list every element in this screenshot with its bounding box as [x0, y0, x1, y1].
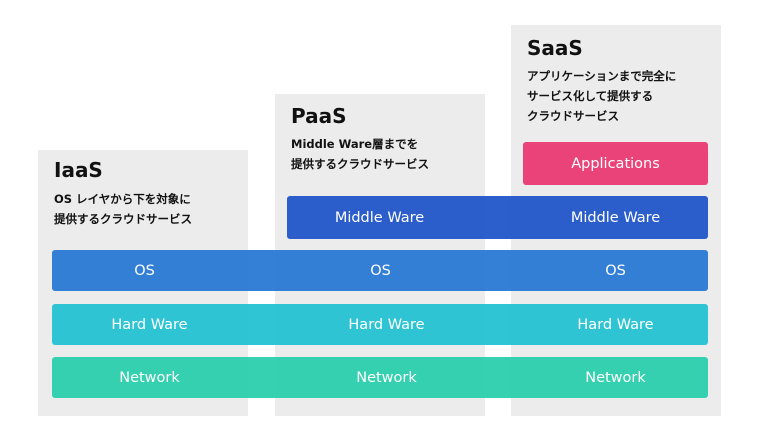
applications-layer-bar: Applications [523, 142, 708, 185]
network-cell-iaas: Network [57, 357, 242, 398]
middleware-cell-saas: Middle Ware [523, 196, 708, 239]
os-cell-saas: OS [523, 250, 708, 291]
network-label: Network [585, 369, 646, 386]
hardware-layer-bar: Hard Ware Hard Ware Hard Ware [52, 304, 708, 345]
hardware-cell-paas: Hard Ware [294, 304, 479, 345]
saas-description-line: サービス化して提供する [527, 89, 654, 103]
os-label: OS [134, 262, 155, 279]
saas-description: アプリケーションまで完全に サービス化して提供する クラウドサービス [527, 66, 676, 126]
os-label: OS [370, 262, 391, 279]
os-cell-iaas: OS [52, 250, 237, 291]
saas-title: SaaS [527, 36, 583, 60]
network-cell-paas: Network [294, 357, 479, 398]
os-cell-paas: OS [288, 250, 473, 291]
applications-cell-saas: Applications [523, 142, 708, 185]
network-label: Network [119, 369, 180, 386]
saas-description-line: アプリケーションまで完全に [527, 69, 677, 83]
os-label: OS [605, 262, 626, 279]
iaas-description-line: 提供するクラウドサービス [54, 212, 192, 226]
paas-description: Middle Ware層までを 提供するクラウドサービス [291, 134, 429, 174]
hardware-label: Hard Ware [348, 316, 425, 333]
paas-title: PaaS [291, 104, 347, 128]
middleware-label: Middle Ware [334, 209, 425, 226]
network-cell-saas: Network [523, 357, 708, 398]
hardware-label: Hard Ware [111, 316, 188, 333]
iaas-title: IaaS [54, 158, 103, 182]
hardware-cell-iaas: Hard Ware [57, 304, 242, 345]
middleware-layer-bar: Middle Ware Middle Ware [287, 196, 708, 239]
iaas-description-line: OS レイヤから下を対象に [54, 192, 191, 206]
hardware-label: Hard Ware [577, 316, 654, 333]
paas-description-line: Middle Ware層までを [291, 137, 419, 151]
network-layer-bar: Network Network Network [52, 357, 708, 398]
saas-description-line: クラウドサービス [527, 109, 619, 123]
iaas-description: OS レイヤから下を対象に 提供するクラウドサービス [54, 189, 192, 229]
hardware-cell-saas: Hard Ware [523, 304, 708, 345]
paas-description-line: 提供するクラウドサービス [291, 157, 429, 171]
applications-label: Applications [571, 155, 660, 172]
network-label: Network [356, 369, 417, 386]
middleware-label: Middle Ware [570, 209, 661, 226]
os-layer-bar: OS OS OS [52, 250, 708, 291]
middleware-cell-paas: Middle Ware [287, 196, 472, 239]
